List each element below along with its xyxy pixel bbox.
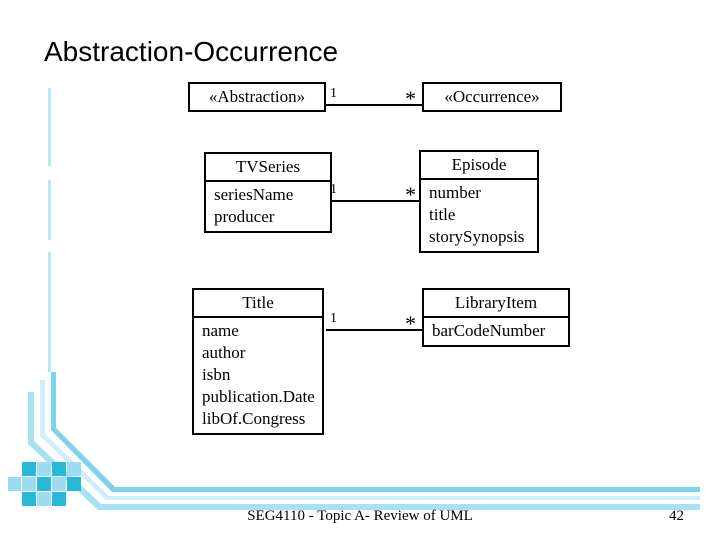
class-divider [424,316,568,318]
class-divider [194,316,322,318]
attribute: barCodeNumber [432,321,546,340]
attribute-list: barCodeNumber [424,318,568,345]
class-divider [206,180,330,182]
class-name: TVSeries [235,157,301,176]
footer-text: SEG4110 - Topic A- Review of UML [247,508,473,524]
class-box-title: Title name author isbn publication.Date … [192,288,324,435]
association-line-tv [326,200,422,202]
multiplicity-right-generic: * [405,86,416,111]
attribute: name [202,321,239,340]
class-box-abstraction-generic: «Abstraction» [188,82,326,112]
association-line-book [326,329,422,331]
attribute: producer [214,207,275,226]
multiplicity-right-book: * [405,311,416,336]
attribute: title [429,205,456,224]
multiplicity-left-book: 1 [330,311,337,326]
attribute: libOf.Congress [202,409,306,428]
attribute: isbn [202,365,231,384]
attribute: publication.Date [202,387,315,406]
class-box-occurrence-generic: «Occurrence» [422,82,562,112]
page-number: 42 [669,508,684,524]
class-name: LibraryItem [454,293,538,312]
attribute-list: name author isbn publication.Date libOf.… [194,318,322,433]
association-line-generic [326,104,422,106]
attribute-list: seriesName producer [206,182,330,231]
class-divider [421,178,537,180]
class-box-tvseries: TVSeries seriesName producer [204,152,332,233]
page-title: Abstraction-Occurrence [44,36,339,67]
multiplicity-left-tv: 1 [330,182,337,197]
class-name: Title [242,293,274,312]
attribute: storySynopsis [429,227,525,246]
class-name: Episode [451,155,507,174]
class-box-libraryitem: LibraryItem barCodeNumber [422,288,570,347]
class-box-episode: Episode number title storySynopsis [419,150,539,253]
multiplicity-left-generic: 1 [330,86,337,101]
attribute-list: number title storySynopsis [421,180,537,251]
attribute: seriesName [214,185,294,204]
multiplicity-right-tv: * [405,182,416,207]
class-name: «Occurrence» [444,87,540,106]
attribute: number [429,183,481,202]
attribute: author [202,343,246,362]
class-name: «Abstraction» [208,87,306,106]
